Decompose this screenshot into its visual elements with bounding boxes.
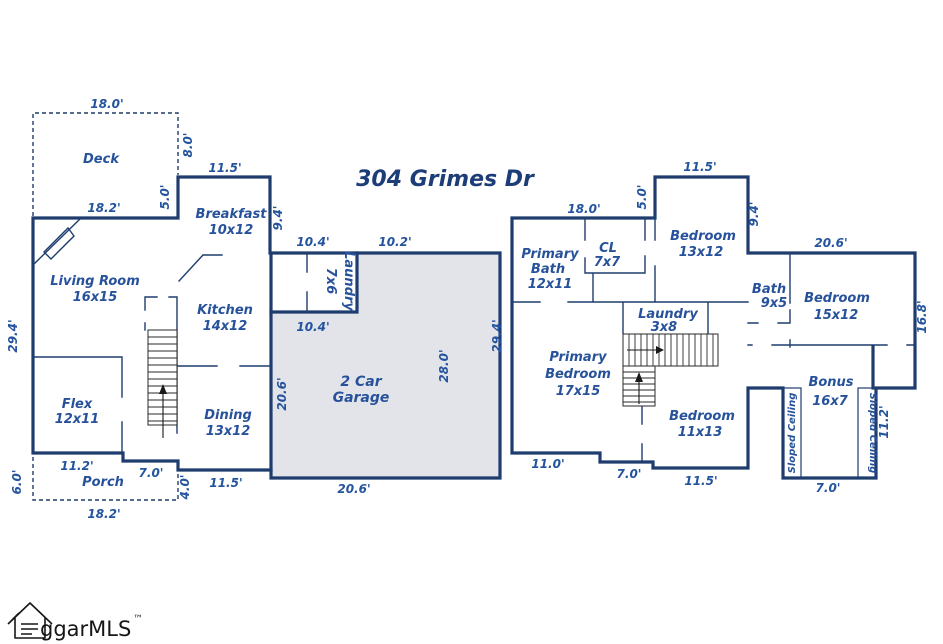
dim-flex-bottom: 11.2': [60, 459, 93, 473]
room-size-bath2: 9x5: [761, 296, 787, 311]
room-label-bonus: Bonus: [808, 375, 853, 390]
dim-deck-top: 18.0': [90, 97, 123, 111]
stairs-right-arrow: [656, 346, 664, 354]
room-label-porch: Porch: [82, 475, 124, 490]
room-size-bedroom3: 11x13: [678, 425, 723, 440]
room-size-bonus: 16x7: [812, 394, 848, 409]
room-size-dining: 13x12: [206, 424, 251, 439]
room-label-laundry2: Laundry: [638, 307, 698, 322]
room-label-primary-bedroom-1: Primary: [549, 350, 607, 365]
deck-outline: [32, 112, 179, 216]
room-size-living: 16x15: [73, 290, 118, 305]
room-label-dining: Dining: [204, 408, 252, 423]
dim-porch-step: 7.0': [139, 466, 164, 480]
dim-deck-side: 8.0': [181, 133, 195, 158]
dim-bedroom2-top: 20.6': [814, 236, 847, 250]
dim-dining-bottom: 11.5': [209, 476, 242, 490]
room-size-laundry1: 7x6: [323, 268, 338, 294]
room-size-laundry2: 3x8: [651, 320, 677, 335]
watermark-tm: ™: [133, 614, 143, 625]
dim-bonus-side: 11.2': [877, 405, 891, 438]
room-label-primary-bath-1: Primary: [521, 247, 579, 262]
room-size-bedroom1: 13x12: [679, 245, 724, 260]
dim-step-side: 4.0': [178, 475, 192, 501]
room-size-closet: 7x7: [594, 255, 621, 270]
staircase-floor2-lower: [622, 365, 656, 407]
room-label-closet: CL: [599, 241, 617, 256]
room-size-kitchen: 14x12: [203, 319, 248, 334]
staircase-floor2-upper: [622, 333, 719, 367]
stairs-up-arrow: [159, 384, 167, 394]
dim-garage-top: 10.2': [378, 235, 411, 249]
fireplace: [33, 218, 81, 265]
room-label-bedroom1: Bedroom: [670, 229, 736, 244]
page-title: 304 Grimes Dr: [356, 167, 535, 192]
room-size-primary-bath: 12x11: [528, 277, 573, 292]
dim-hall-bottom: 7.0': [617, 467, 642, 481]
dim-porch-bottom: 18.2': [87, 507, 120, 521]
floor1-exterior-walls: [31, 175, 359, 472]
dim-breakfast-left: 5.0': [158, 185, 172, 210]
mls-watermark: ggarMLS ™: [7, 602, 143, 641]
dim-floor2-top: 18.0': [567, 202, 600, 216]
dim-bottom-left: 11.0': [531, 457, 564, 471]
floor2-interior-walls: [511, 217, 916, 463]
dim-garage-left: 20.6': [275, 377, 289, 410]
dim-hall-top: 10.4': [296, 235, 329, 249]
room-label-primary-bath-2: Bath: [531, 262, 565, 277]
dim-garage-right: 28.0': [437, 349, 451, 382]
garage-walls: [269, 251, 502, 480]
dim-breakfast-right: 9.4': [271, 206, 285, 231]
dim-garage-bottom: 20.6': [337, 482, 370, 496]
room-size-flex: 12x11: [55, 412, 100, 427]
house-icon: [7, 602, 53, 639]
dim-floor2-side-right: 16.8': [915, 300, 929, 333]
dim-cl-step: 5.0': [635, 185, 649, 210]
room-size-breakfast: 10x12: [209, 223, 254, 238]
porch-outline: [32, 457, 179, 501]
room-label-kitchen: Kitchen: [197, 303, 253, 318]
room-label-breakfast: Breakfast: [196, 207, 268, 222]
room-label-living: Living Room: [50, 274, 140, 289]
room-label-bath2: Bath: [752, 282, 786, 297]
stairs-up-arrow-2: [635, 372, 643, 382]
dim-deck-bottom: 18.2': [87, 201, 120, 215]
room-label-flex: Flex: [62, 397, 93, 412]
garage-fill: [271, 253, 500, 478]
room-label-deck: Deck: [83, 152, 120, 167]
dim-floor1-side-left: 29.4': [6, 319, 20, 352]
floor2-plan: Primary Bath 12x11 CL 7x7 Bedroom 13x12 …: [490, 160, 929, 495]
dim-bonus-bottom: 7.0': [816, 481, 841, 495]
floor2-exterior-walls: [510, 175, 917, 480]
dim-floor2-side-left: 29.4': [490, 319, 504, 352]
dim-hall-width: 10.4': [296, 320, 329, 334]
dim-porch-side: 6.0': [10, 470, 24, 495]
floor1-plan: Deck Living Room 16x15 Breakfast 10x12 K…: [6, 97, 502, 521]
dim-bedroom3-bottom: 11.5': [684, 474, 717, 488]
dim-bedroom1-side: 9.4': [747, 202, 761, 227]
room-label-bedroom2: Bedroom: [804, 291, 870, 306]
room-label-garage-1: 2 Car: [340, 374, 382, 390]
dim-bedroom1-top: 11.5': [683, 160, 716, 174]
room-size-primary-bedroom: 17x15: [556, 384, 601, 399]
room-size-bedroom2: 15x12: [814, 308, 859, 323]
watermark-text: ggarMLS: [40, 617, 131, 641]
room-label-laundry1: Laundry: [341, 251, 356, 311]
room-label-garage-2: Garage: [333, 390, 390, 406]
staircase-floor1: [147, 329, 178, 438]
room-label-bedroom3: Bedroom: [669, 409, 735, 424]
room-label-primary-bedroom-2: Bedroom: [545, 367, 611, 382]
dim-breakfast-top: 11.5': [208, 161, 241, 175]
sloped-ceiling-label-left: Sloped Ceiling: [787, 393, 798, 474]
sloped-ceiling-label-right: Sloped Ceiling: [867, 393, 878, 474]
